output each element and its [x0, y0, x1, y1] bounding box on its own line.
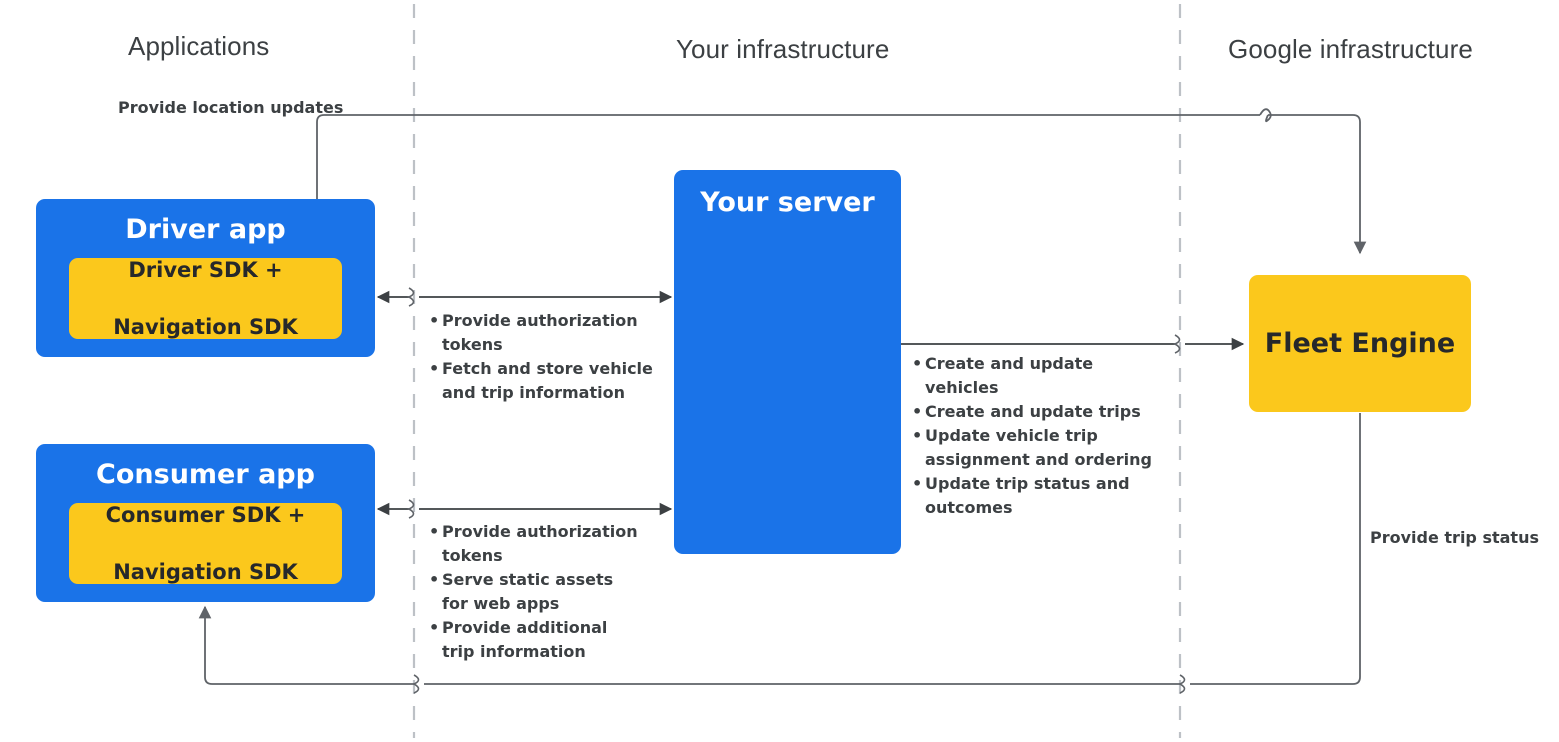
list-item: Create and update trips [912, 400, 1172, 424]
driver-sdk-line-1: Driver SDK + [128, 258, 283, 283]
list-item: Update trip status and outcomes [912, 472, 1172, 520]
node-consumer-app-title: Consumer app [96, 459, 315, 490]
zone-header-your-infrastructure: Your infrastructure [676, 34, 890, 64]
driver-sdk-line-2: Navigation SDK [113, 314, 298, 339]
node-your-server[interactable]: Your server [674, 170, 901, 554]
consumer-sdk-line-1: Consumer SDK + [105, 503, 306, 528]
list-item: Provide authorization tokens [429, 309, 669, 357]
list-item: Serve static assets for web apps [429, 568, 669, 616]
edge-bullets-server-fleet-engine: Create and update vehicles Create and up… [912, 352, 1172, 520]
node-fleet-engine[interactable]: Fleet Engine [1249, 275, 1471, 412]
list-item: Create and update vehicles [912, 352, 1172, 400]
edge-label-provide-location-updates: Provide location updates [118, 98, 344, 117]
list-item: Provide authorization tokens [429, 520, 669, 568]
edge-bullets-driver-server: Provide authorization tokens Fetch and s… [429, 309, 669, 405]
zone-header-applications: Applications [128, 31, 270, 61]
edge-bullets-consumer-server: Provide authorization tokens Serve stati… [429, 520, 669, 664]
edge-label-provide-trip-status: Provide trip status [1370, 528, 1539, 547]
list-item: Provide additional trip information [429, 616, 669, 664]
list-item: Update vehicle trip assignment and order… [912, 424, 1172, 472]
node-your-server-title: Your server [700, 187, 875, 218]
node-driver-sdk-chip[interactable]: Driver SDK + Navigation SDK [69, 258, 342, 339]
node-consumer-sdk-chip[interactable]: Consumer SDK + Navigation SDK [69, 503, 342, 584]
zone-header-google-infrastructure: Google infrastructure [1228, 34, 1473, 64]
consumer-sdk-line-2: Navigation SDK [113, 559, 298, 584]
node-driver-sdk-label: Driver SDK + Navigation SDK [113, 256, 298, 340]
node-fleet-engine-title: Fleet Engine [1264, 327, 1456, 359]
node-driver-app-title: Driver app [125, 214, 286, 245]
edge-driver-location-updates [316, 114, 1360, 266]
list-item: Fetch and store vehicle and trip informa… [429, 357, 669, 405]
node-consumer-sdk-label: Consumer SDK + Navigation SDK [106, 501, 306, 585]
edge-fleet-engine-consumer [205, 413, 1361, 685]
